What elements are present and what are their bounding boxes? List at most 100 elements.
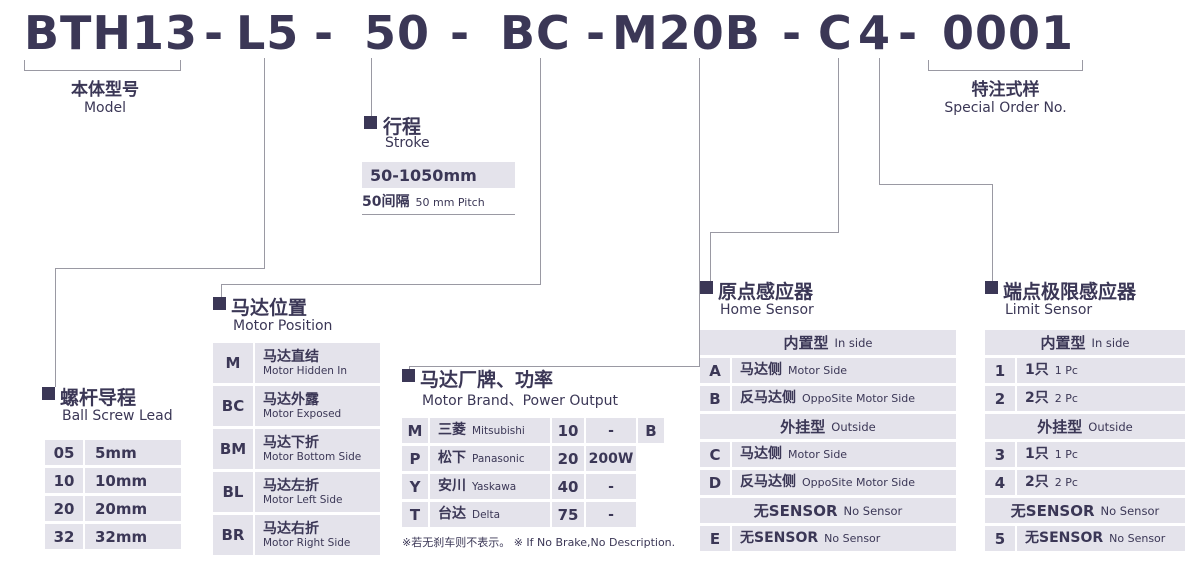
ball-screw-lead-table: 05 5mm 10 10mm 20 20mm 32 32mm (45, 440, 181, 549)
section-en: No Sensor (1100, 503, 1160, 518)
connector-line (24, 70, 181, 71)
section-zh: 无SENSOR (1010, 502, 1095, 520)
stroke-pitch-zh: 50间隔 (362, 194, 410, 210)
value-zh: 马达侧 (740, 362, 782, 378)
table-row: M 三菱 Mitsubishi 10 - B (402, 418, 664, 443)
motor-position-table: M 马达直结 Motor Hidden In BC 马达外露 Motor Exp… (213, 343, 380, 555)
value-cell: 马达外露 Motor Exposed (255, 386, 380, 426)
table-section-row: 内置型 In side (700, 330, 956, 355)
table-row: B 反马达侧 OppoSite Motor Side (700, 386, 956, 411)
stroke-pitch-en: 50 mm Pitch (415, 196, 485, 209)
value-cell: 马达左折 Motor Left Side (255, 472, 380, 512)
brand-zh: 三菱 (438, 422, 466, 438)
value-zh: 反马达侧 (740, 474, 796, 490)
motor-position-title-en: Motor Position (233, 318, 333, 334)
value-en: 1 Pc (1054, 448, 1078, 461)
value-en: Motor Side (788, 364, 848, 377)
brand-zh: 安川 (438, 478, 466, 494)
connector-line (928, 60, 929, 70)
value-cell: 2只 2 Pc (1017, 470, 1185, 495)
section-zh: 内置型 (1040, 334, 1086, 352)
value-en: Motor Left Side (263, 493, 343, 506)
value-zh: 马达侧 (740, 446, 782, 462)
table-row: BL 马达左折 Motor Left Side (213, 472, 380, 512)
code-cell: B (700, 386, 730, 411)
code-cell: BM (213, 429, 253, 469)
section-zh: 无SENSOR (753, 502, 838, 520)
code-cell: P (402, 446, 428, 471)
code-cell: M (402, 418, 428, 443)
table-row: BR 马达右折 Motor Right Side (213, 515, 380, 555)
table-row: E 无SENSOR No Sensor (700, 526, 956, 551)
table-row: 32 32mm (45, 524, 181, 549)
connector-line-lead (55, 268, 56, 387)
code-cell: 3 (985, 442, 1015, 467)
table-row: BM 马达下折 Motor Bottom Side (213, 429, 380, 469)
connector-line-limit-sensor (879, 184, 993, 185)
table-row: 05 5mm (45, 440, 181, 465)
power-value-cell: 200W (586, 446, 636, 471)
connector-line-motor-brand (699, 58, 700, 366)
value-zh: 无SENSOR (740, 530, 819, 546)
value-zh: 2只 (1025, 474, 1049, 490)
brand-en: Yaskawa (472, 480, 517, 493)
motor-brand-title-en: Motor Brand、Power Output (422, 393, 619, 409)
code-cell: 05 (45, 440, 83, 465)
table-row: 10 10mm (45, 468, 181, 493)
value-cell: 反马达侧 OppoSite Motor Side (732, 470, 956, 495)
brand-cell: 安川 Yaskawa (430, 474, 550, 499)
connector-line (180, 60, 181, 70)
brand-cell: 台达 Delta (430, 502, 550, 527)
code-cell: C (700, 442, 730, 467)
special-order-label-zh: 特注式样 (971, 80, 1040, 100)
connector-line (1082, 60, 1083, 70)
connector-line-motor-position (221, 284, 541, 285)
section-cell: 无SENSOR No Sensor (985, 498, 1185, 523)
brand-en: Delta (472, 508, 501, 521)
connector-line (24, 60, 25, 70)
section-en: Outside (1088, 419, 1133, 434)
special-order-label-en: Special Order No. (944, 100, 1067, 116)
code-cell: 32 (45, 524, 83, 549)
code-cell: E (700, 526, 730, 551)
value-en: 2 Pc (1054, 476, 1078, 489)
value-cell: 马达下折 Motor Bottom Side (255, 429, 380, 469)
section-bullet (364, 116, 377, 129)
section-cell: 内置型 In side (700, 330, 956, 355)
value-cell: 20mm (85, 496, 181, 521)
dash-separator: - (782, 6, 803, 60)
brand-zh: 松下 (438, 450, 466, 466)
dash-separator: - (314, 6, 335, 60)
table-row: M 马达直结 Motor Hidden In (213, 343, 380, 383)
section-zh: 外挂型 (1037, 418, 1083, 436)
home-sensor-title-zh: 原点感应器 (718, 281, 814, 303)
table-section-row: 外挂型 Outside (700, 414, 956, 439)
dash-separator: - (898, 6, 919, 60)
table-row: 2 2只 2 Pc (985, 386, 1185, 411)
power-code-cell: 10 (552, 418, 584, 443)
brake-cell: B (638, 418, 664, 443)
ball-screw-lead-title-en: Ball Screw Lead (62, 408, 173, 424)
connector-line-motor-position (221, 284, 222, 297)
connector-line-limit-sensor (992, 184, 993, 282)
special-order-label: 特注式样 Special Order No. (928, 75, 1083, 116)
connector-line-lead (264, 58, 265, 268)
stroke-range: 50-1050mm (362, 162, 515, 188)
brand-cell: 三菱 Mitsubishi (430, 418, 550, 443)
value-zh: 马达外露 (263, 391, 319, 408)
brand-note-zh: ※若无刹车则不表示。 (402, 536, 511, 549)
section-en: In side (834, 335, 873, 350)
value-en: Motor Bottom Side (263, 450, 362, 463)
value-zh: 无SENSOR (1025, 530, 1104, 546)
table-row: T 台达 Delta 75 - (402, 502, 664, 527)
limit-sensor-table: 内置型 In side 1 1只 1 Pc 2 2只 2 Pc 外挂型 Outs… (985, 330, 1185, 551)
connector-line-home-sensor (710, 232, 711, 282)
code-cell: BL (213, 472, 253, 512)
value-zh: 马达左折 (263, 477, 319, 494)
section-cell: 无SENSOR No Sensor (700, 498, 956, 523)
table-row: Y 安川 Yaskawa 40 - (402, 474, 664, 499)
power-value-cell: - (586, 418, 636, 443)
code-cell: 2 (985, 386, 1015, 411)
connector-line-home-sensor (838, 58, 839, 232)
